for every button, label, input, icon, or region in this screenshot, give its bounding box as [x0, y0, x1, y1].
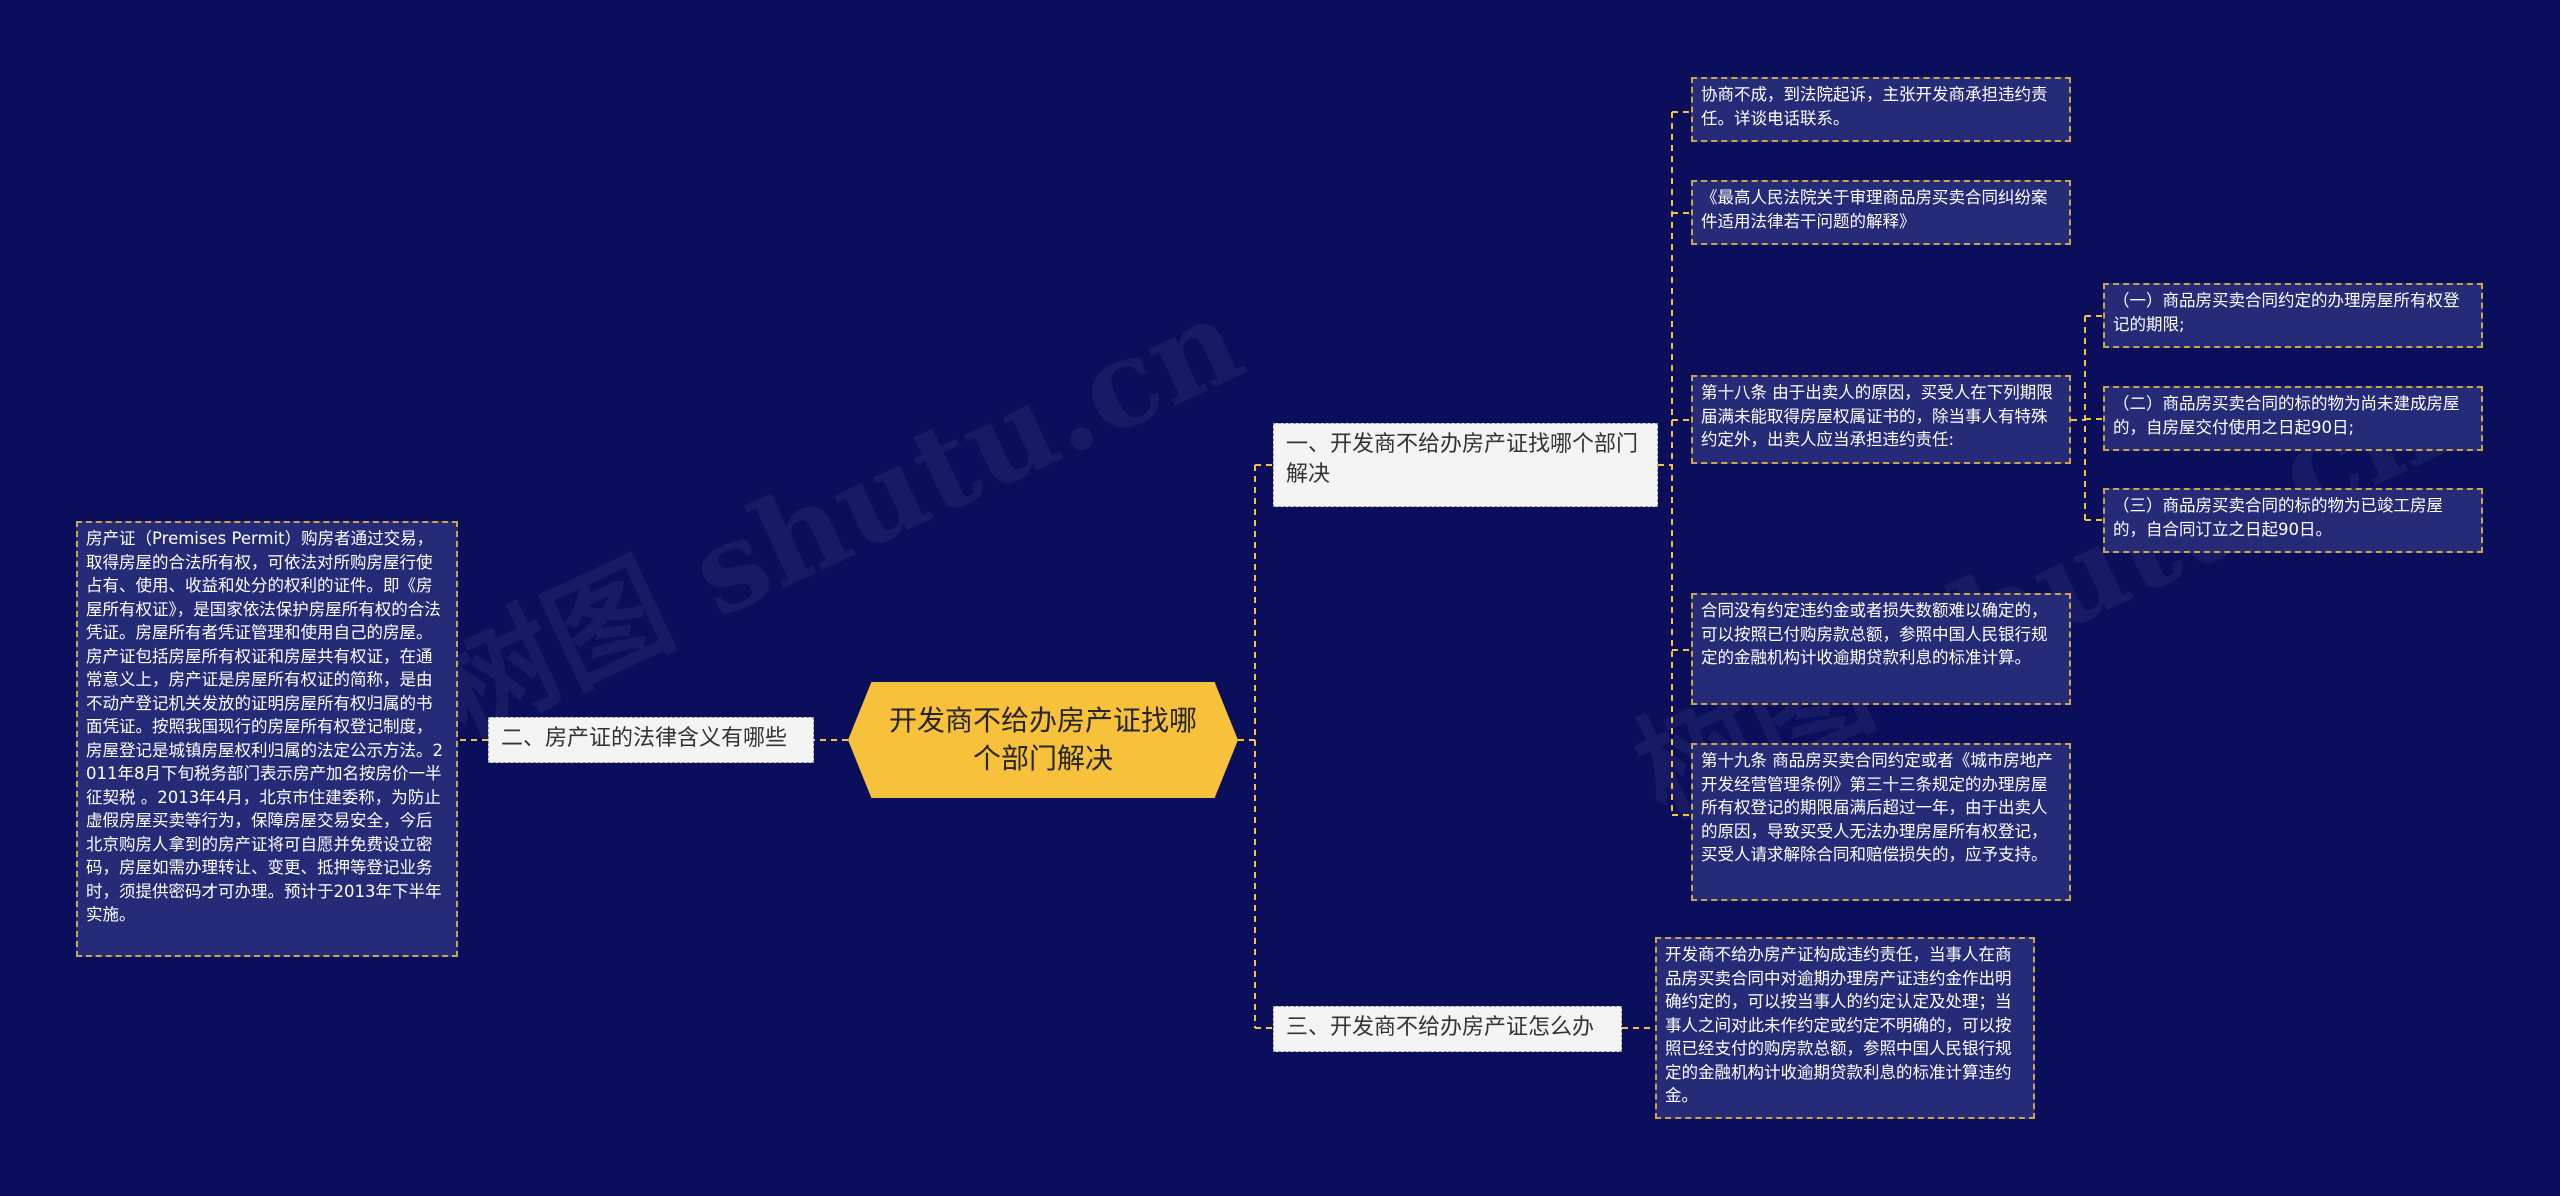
leaf-penalty-calculation[interactable]: 合同没有约定违约金或者损失数额难以确定的，可以按照已付购房款总额，参照中国人民银…	[1691, 593, 2071, 705]
leaf-text: 开发商不给办房产证构成违约责任，当事人在商品房买卖合同中对逾期办理房产证违约金作…	[1665, 945, 2012, 1105]
leaf-article-19[interactable]: 第十九条 商品房买卖合同约定或者《城市房地产开发经营管理条例》第三十三条规定的办…	[1691, 743, 2071, 901]
leaf-text: （三）商品房买卖合同的标的物为已竣工房屋的，自合同订立之日起90日。	[2113, 496, 2443, 539]
root-topic[interactable]: 开发商不给办房产证找哪个部门解决	[848, 682, 1238, 798]
leaf-premises-permit-definition[interactable]: 房产证（Premises Permit）购房者通过交易，取得房屋的合法所有权，可…	[76, 521, 458, 957]
root-topic-label: 开发商不给办房产证找哪个部门解决	[888, 704, 1197, 775]
leaf-breach-liability[interactable]: 开发商不给办房产证构成违约责任，当事人在商品房买卖合同中对逾期办理房产证违约金作…	[1655, 937, 2035, 1119]
leaf-text: （一）商品房买卖合同约定的办理房屋所有权登记的期限;	[2113, 291, 2460, 334]
leaf-text: （二）商品房买卖合同的标的物为尚未建成房屋的，自房屋交付使用之日起90日;	[2113, 394, 2460, 437]
branch-label: 二、房产证的法律含义有哪些	[501, 726, 788, 751]
leaf-article-18[interactable]: 第十八条 由于出卖人的原因，买受人在下列期限届满未能取得房屋权属证书的，除当事人…	[1691, 375, 2071, 464]
branch-label: 一、开发商不给办房产证找哪个部门解决	[1286, 432, 1639, 487]
branch-legal-meaning[interactable]: 二、房产证的法律含义有哪些	[488, 717, 814, 763]
leaf-text: 第十八条 由于出卖人的原因，买受人在下列期限届满未能取得房屋权属证书的，除当事人…	[1701, 383, 2053, 449]
leaf-text: 协商不成，到法院起诉，主张开发商承担违约责任。详谈电话联系。	[1701, 85, 2048, 128]
leaf-sue-in-court[interactable]: 协商不成，到法院起诉，主张开发商承担违约责任。详谈电话联系。	[1691, 77, 2071, 142]
leaf-text: 第十九条 商品房买卖合同约定或者《城市房地产开发经营管理条例》第三十三条规定的办…	[1701, 751, 2053, 864]
leaf-article-18-item-3[interactable]: （三）商品房买卖合同的标的物为已竣工房屋的，自合同订立之日起90日。	[2103, 488, 2483, 553]
leaf-text: 《最高人民法院关于审理商品房买卖合同纠纷案件适用法律若干问题的解释》	[1701, 188, 2048, 231]
branch-find-department[interactable]: 一、开发商不给办房产证找哪个部门解决	[1273, 423, 1658, 507]
leaf-text: 合同没有约定违约金或者损失数额难以确定的，可以按照已付购房款总额，参照中国人民银…	[1701, 601, 2048, 667]
leaf-text: 房产证（Premises Permit）购房者通过交易，取得房屋的合法所有权，可…	[86, 529, 443, 924]
leaf-judicial-interpretation[interactable]: 《最高人民法院关于审理商品房买卖合同纠纷案件适用法律若干问题的解释》	[1691, 180, 2071, 245]
leaf-article-18-item-1[interactable]: （一）商品房买卖合同约定的办理房屋所有权登记的期限;	[2103, 283, 2483, 348]
branch-label: 三、开发商不给办房产证怎么办	[1286, 1015, 1595, 1040]
branch-what-to-do[interactable]: 三、开发商不给办房产证怎么办	[1273, 1006, 1622, 1052]
connector-root-trunk	[1238, 465, 1256, 1028]
leaf-article-18-item-2[interactable]: （二）商品房买卖合同的标的物为尚未建成房屋的，自房屋交付使用之日起90日;	[2103, 386, 2483, 451]
